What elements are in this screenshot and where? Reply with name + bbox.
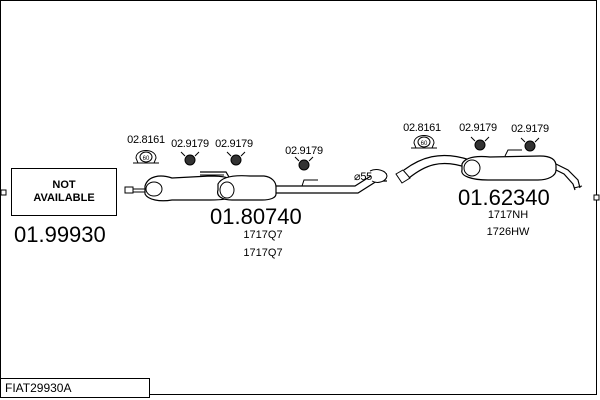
svg-text:60: 60 — [421, 141, 428, 147]
bracket-ref-label: 02.9179 — [511, 123, 549, 135]
svg-text:60: 60 — [143, 156, 150, 162]
middle-sub-number: 1717Q7 — [243, 229, 282, 241]
not-available-box: NOT AVAILABLE — [11, 168, 117, 216]
left-part-number: 01.99930 — [14, 222, 106, 247]
bracket-icon — [180, 151, 200, 166]
intermediate-pipe — [276, 169, 388, 194]
right-part-number: 01.62340 — [458, 185, 550, 210]
rear-silencer — [461, 149, 583, 191]
model-code-label: FIAT29930A — [0, 378, 150, 398]
middle-part-number: 01.80740 — [210, 204, 302, 229]
bracket-icon — [226, 151, 246, 166]
bracket-icon — [294, 156, 314, 171]
clamp-ref-label: 02.8161 — [127, 134, 165, 146]
left-edge-connector — [0, 189, 7, 196]
clamp-ref-label: 02.8161 — [403, 122, 441, 134]
bracket-ref-label: 02.9179 — [459, 122, 497, 134]
bracket-ref-label: 02.9179 — [285, 145, 323, 157]
right-sub-number: 1726HW — [487, 226, 530, 238]
front-pipe-inlet — [124, 186, 145, 194]
clamp-icon: 60 — [133, 150, 159, 164]
bracket-ref-label: 02.9179 — [171, 138, 209, 150]
rear-pipe — [395, 154, 471, 184]
middle-sub-number: 1717Q7 — [243, 247, 282, 259]
bracket-icon — [520, 137, 540, 152]
clamp-icon: 60 — [411, 135, 437, 149]
pipe-diameter-label: ⌀55 — [354, 171, 372, 183]
right-sub-number: 1717NH — [488, 209, 528, 221]
right-edge-connector — [593, 194, 600, 201]
bracket-ref-label: 02.9179 — [215, 138, 253, 150]
bracket-icon — [470, 136, 490, 151]
middle-silencer — [144, 171, 277, 202]
